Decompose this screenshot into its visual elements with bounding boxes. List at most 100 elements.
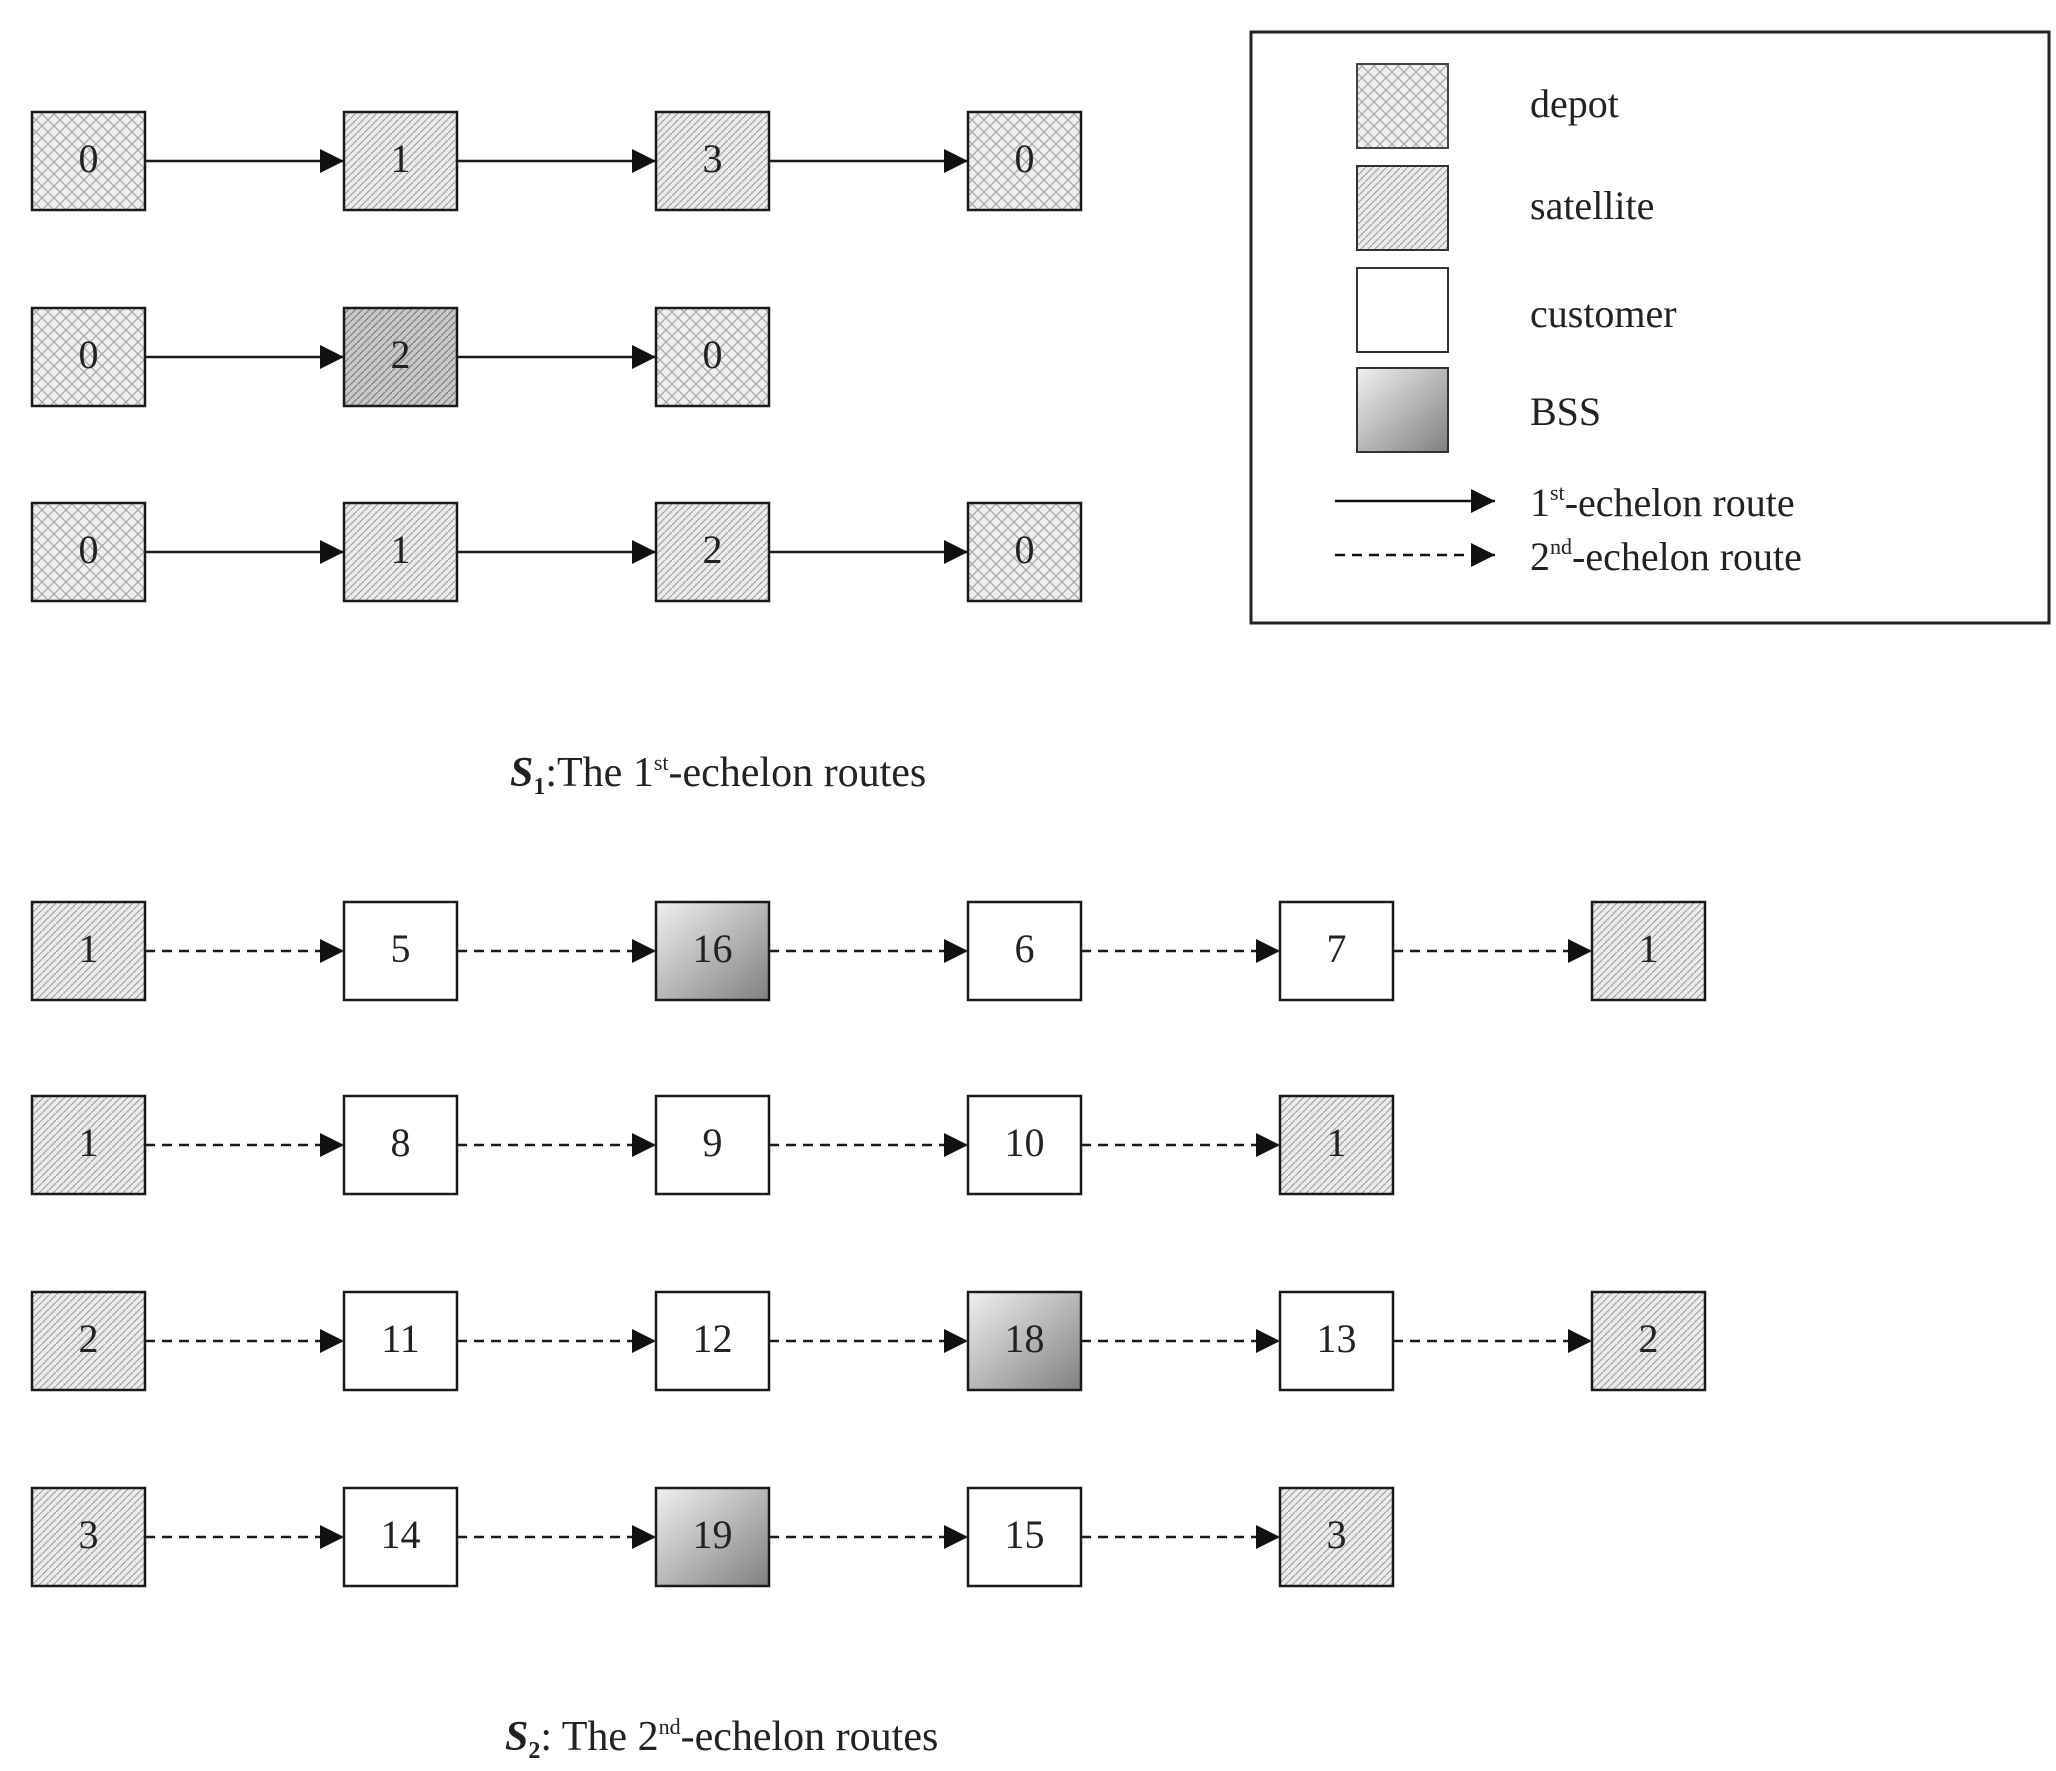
route-node-depot: 0: [30, 306, 147, 408]
route-node-satellite: 1: [30, 1094, 147, 1196]
s2-route-2: 1 8 9 10 1: [30, 1094, 1395, 1196]
node-label: 1: [391, 527, 411, 572]
route-node-depot: 0: [30, 110, 147, 212]
legend-customer-label: customer: [1530, 291, 1677, 336]
node-label: 3: [79, 1512, 99, 1557]
legend-satellite-swatch: [1356, 165, 1449, 251]
legend-second-echelon-sup: nd: [1550, 534, 1572, 559]
node-box: [1590, 900, 1707, 1002]
node-label: 3: [1327, 1512, 1347, 1557]
legend-first-echelon-sup: st: [1550, 480, 1565, 505]
route-node-bss: 16: [654, 900, 771, 1002]
route-node-satellite: 1: [342, 110, 459, 212]
legend-bss-label: BSS: [1530, 389, 1601, 434]
route-node-depot: 0: [654, 306, 771, 408]
route-node-customer: 5: [342, 900, 459, 1002]
legend-first-echelon-label: 1st-echelon route: [1530, 480, 1795, 525]
caption-s1: S1:The 1st-echelon routes: [510, 750, 926, 800]
node-box: [30, 501, 147, 603]
node-box: [30, 1486, 147, 1588]
node-label: 9: [703, 1120, 723, 1165]
node-label: 0: [703, 332, 723, 377]
legend-second-echelon-pre: 2: [1530, 534, 1550, 579]
caption-s1-post: -echelon routes: [669, 750, 927, 796]
legend: depot satellite customer BSS 1st-echelon…: [1249, 30, 2051, 625]
caption-s2-sub: 2: [528, 1738, 540, 1764]
node-label: 0: [79, 527, 99, 572]
node-box: [342, 1094, 459, 1196]
node-box: [30, 1094, 147, 1196]
node-label: 16: [693, 926, 733, 971]
node-box: [654, 1094, 771, 1196]
route-node-customer: 8: [342, 1094, 459, 1196]
node-box: [342, 501, 459, 603]
route-node-depot: 0: [30, 501, 147, 603]
node-box: [654, 900, 771, 1002]
node-label: 12: [693, 1316, 733, 1361]
node-label: 0: [1015, 527, 1035, 572]
caption-s2: S2: The 2nd-echelon routes: [505, 1714, 938, 1764]
node-box: [966, 110, 1083, 212]
legend-customer-swatch: [1356, 267, 1449, 353]
node-label: 10: [1005, 1120, 1045, 1165]
node-box: [966, 1094, 1083, 1196]
node-box: [342, 110, 459, 212]
node-box: [1278, 1486, 1395, 1588]
route-node-satellite: 1: [1278, 1094, 1395, 1196]
node-label: 8: [391, 1120, 411, 1165]
node-box: [1590, 1290, 1707, 1392]
caption-s2-sup: nd: [659, 1714, 681, 1739]
legend-bss-swatch: [1356, 367, 1449, 453]
route-node-customer: 6: [966, 900, 1083, 1002]
node-box: [1278, 1094, 1395, 1196]
route-node-satellite: 2: [654, 501, 771, 603]
route-node-depot: 0: [966, 501, 1083, 603]
node-label: 2: [79, 1316, 99, 1361]
s1-route-1: 0 1 3 0: [30, 110, 1083, 212]
route-node-satellite: 2: [30, 1290, 147, 1392]
caption-s1-symbol: S: [510, 750, 533, 796]
node-box: [654, 306, 771, 408]
legend-satellite-label: satellite: [1530, 183, 1654, 228]
legend-first-echelon-pre: 1: [1530, 480, 1550, 525]
node-box: [966, 1290, 1083, 1392]
node-label: 13: [1317, 1316, 1357, 1361]
route-node-satellite: 1: [342, 501, 459, 603]
node-box: [342, 1486, 459, 1588]
node-label: 0: [79, 136, 99, 181]
route-node-satellite: 3: [654, 110, 771, 212]
node-label: 15: [1005, 1512, 1045, 1557]
node-box: [654, 1486, 771, 1588]
route-node-depot: 0: [966, 110, 1083, 212]
node-label: 0: [79, 332, 99, 377]
node-label: 19: [693, 1512, 733, 1557]
route-node-customer: 15: [966, 1486, 1083, 1588]
route-node-customer: 13: [1278, 1290, 1395, 1392]
route-node-bss: 19: [654, 1486, 771, 1588]
legend-first-echelon-post: -echelon route: [1565, 480, 1795, 525]
node-label: 1: [1327, 1120, 1347, 1165]
node-box: [1278, 900, 1395, 1002]
node-box: [1278, 1290, 1395, 1392]
node-box: [30, 306, 147, 408]
node-label: 5: [391, 926, 411, 971]
node-label: 11: [381, 1316, 420, 1361]
legend-depot-swatch: [1356, 63, 1449, 149]
caption-s2-pre: : The 2: [540, 1714, 658, 1760]
route-node-satellite: 1: [1590, 900, 1707, 1002]
route-node-customer: 10: [966, 1094, 1083, 1196]
caption-s1-pre: :The 1: [545, 750, 653, 796]
route-node-customer: 9: [654, 1094, 771, 1196]
legend-depot-label: depot: [1530, 81, 1619, 126]
node-box: [342, 1290, 459, 1392]
node-label: 6: [1015, 926, 1035, 971]
node-label: 18: [1005, 1316, 1045, 1361]
s1-route-3: 0 1 2 0: [30, 501, 1083, 603]
route-node-customer: 11: [342, 1290, 459, 1392]
node-label: 7: [1327, 926, 1347, 971]
